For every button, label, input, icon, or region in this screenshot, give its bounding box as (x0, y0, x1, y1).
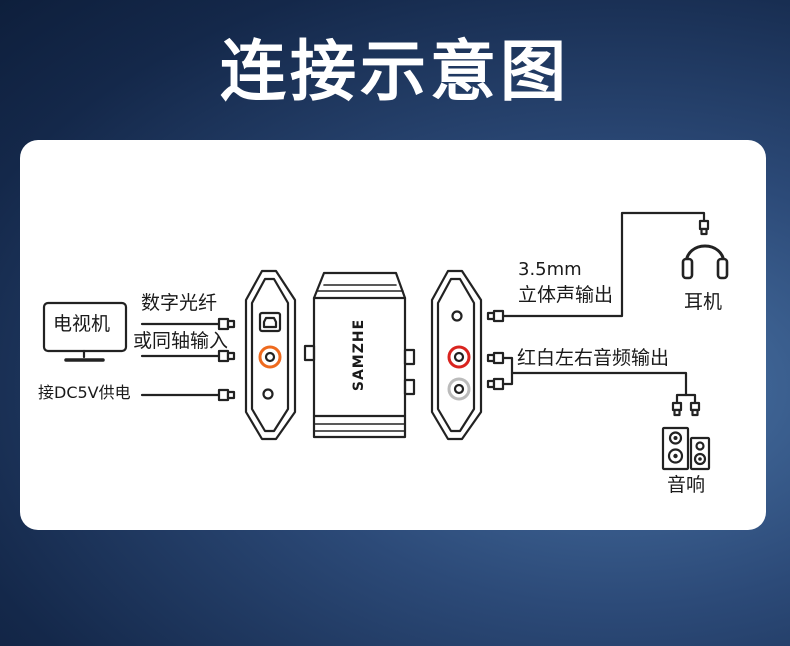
power-label: 接DC5V供电 (38, 383, 131, 402)
dc-power-port (262, 388, 274, 400)
optical-cable (140, 317, 236, 331)
coaxial-label: 或同轴输入 (133, 330, 229, 352)
input-panel (244, 269, 297, 441)
tv-icon (42, 301, 128, 362)
jack-desc-label: 立体声输出 (518, 284, 614, 306)
diagram-card (20, 140, 766, 530)
page-title: 连接示意图 (220, 33, 570, 110)
speakers-label: 音响 (667, 474, 706, 496)
optical-label: 数字光纤 (141, 292, 218, 314)
headphones-label: 耳机 (684, 291, 723, 313)
rca-white-port (447, 377, 471, 401)
converter-box (303, 271, 416, 439)
jack-size-label: 3.5mm (518, 259, 582, 280)
rca-label: 红白左右音频输出 (517, 347, 670, 369)
brand-label: SAMZHE (351, 318, 367, 392)
headphones-icon (681, 244, 729, 280)
headphone-cable (486, 211, 710, 323)
optical-port (258, 311, 282, 333)
headphone-jack-port (451, 310, 463, 322)
output-panel (430, 269, 483, 441)
tv-label: 电视机 (53, 313, 111, 335)
speakers-icon (661, 426, 711, 471)
coaxial-cable (140, 349, 236, 363)
power-cable (140, 388, 236, 402)
rca-cable (486, 351, 701, 417)
coaxial-port (258, 345, 282, 369)
rca-red-port (447, 345, 471, 369)
